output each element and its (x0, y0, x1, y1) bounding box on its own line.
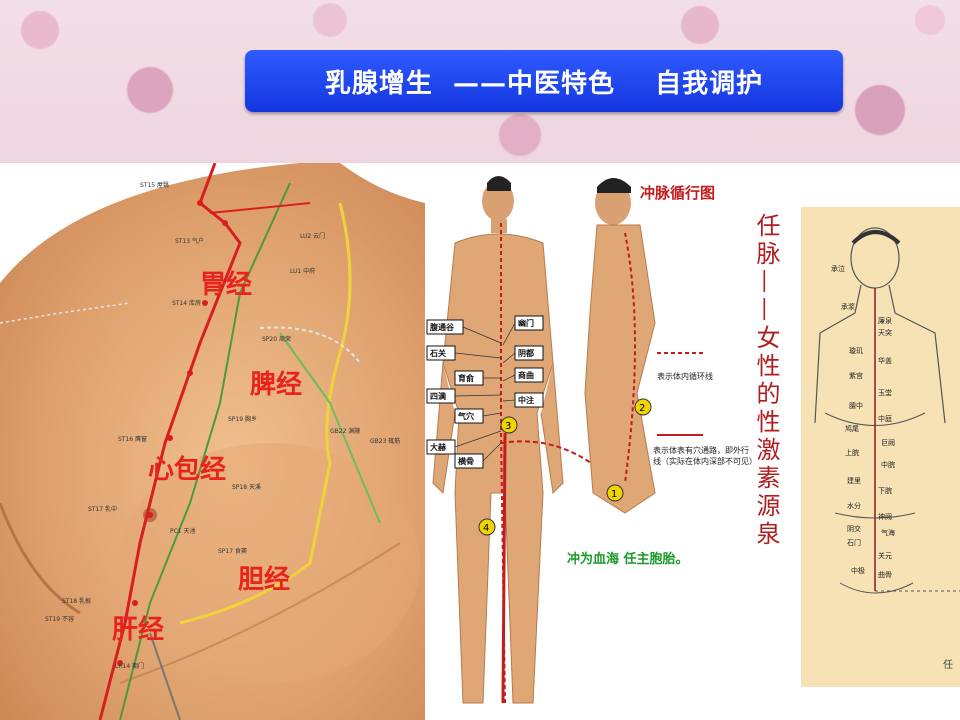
ren-point-label: 神阙 (878, 512, 892, 521)
meridian-label-spleen: 脾经 (249, 369, 302, 400)
acupoint-label: ST15 屋翳 (140, 182, 169, 189)
ren-point-label: 璇玑 (849, 346, 863, 355)
ren-point-label: 承泣 (831, 264, 845, 273)
acupoint-label: ST17 乳中 (88, 505, 117, 513)
ren-point-label: 廉泉 (878, 316, 892, 325)
ren-point-label: 膻中 (849, 401, 863, 410)
right-acupoint-boxes: 幽门 阴都 商曲 中注 (514, 315, 544, 408)
ren-point-label: 气海 (881, 528, 895, 537)
ren-point-label: 阴交 (847, 524, 861, 533)
side-body-figure (584, 178, 656, 514)
page-title: 乳腺增生 ——中医特色 自我调护 (324, 68, 764, 99)
acupoint-label: LR14 期门 (115, 662, 144, 670)
acupoint-box: 腹通谷 (429, 322, 455, 332)
ren-point-label: 华盖 (878, 356, 892, 365)
marker-number: 1 (611, 489, 617, 500)
acupoint-label: SP18 天溪 (232, 483, 261, 491)
ren-point-label: 紫宫 (849, 371, 863, 380)
ren-point-label: 水分 (847, 501, 861, 510)
chest-meridian-panel: 胃经 脾经 心包经 胆经 肝经 ST15 屋翳 ST13 气户 ST14 库房 … (0, 163, 425, 720)
ren-point-label: 曲骨 (878, 570, 892, 579)
front-body-figure (432, 176, 616, 704)
ren-point-label: 中庭 (878, 414, 892, 423)
acupoint-label: ST14 库房 (172, 299, 201, 307)
acupoint-label: GB23 辄筋 (370, 437, 400, 445)
acupoint-label: LU2 云门 (300, 232, 325, 240)
acupoint-label: ST16 膺窗 (118, 435, 147, 443)
acupoint-label: LU1 中府 (290, 267, 315, 275)
marker-number: 4 (483, 523, 489, 534)
ren-point-label: 鸠尾 (845, 424, 859, 433)
meridian-label-gallbladder: 胆经 (238, 564, 290, 595)
acupoint-label: ST13 气户 (175, 237, 204, 245)
title-banner: 乳腺增生 ——中医特色 自我调护 (245, 50, 843, 112)
acupoint-box: 育俞 (458, 373, 475, 383)
acupoint-box: 四满 (430, 391, 446, 401)
ren-point-label: 关元 (878, 551, 892, 560)
acupoint-box: 横骨 (458, 456, 474, 466)
acupoint-label: PC1 天池 (170, 527, 196, 535)
left-acupoint-boxes: 腹通谷 石关 育俞 四满 气穴 大赫 横骨 (426, 319, 484, 469)
marker-number: 2 (639, 403, 645, 414)
acupoint-box: 气穴 (457, 411, 474, 421)
acupoint-box: 中注 (518, 395, 534, 405)
marker-number: 3 (505, 421, 511, 432)
acupoint-box: 幽门 (518, 318, 534, 328)
acupoint-label: SP20 周荣 (262, 335, 291, 343)
acupoint-label: SP17 食窦 (218, 547, 247, 555)
motto-text: 冲为血海 任主胞胎。 (567, 551, 689, 567)
acupoint-label: ST19 不容 (45, 615, 74, 623)
legend-solid-text: 表示体表有穴通路，即外行线（实际在体内深部不可见） (653, 446, 753, 466)
meridian-label-stomach: 胃经 (200, 269, 252, 300)
ren-point-label: 巨阙 (881, 439, 895, 447)
ren-point-label: 中极 (851, 566, 865, 575)
legend-dashed-text: 表示体内循环线 (657, 371, 713, 381)
chong-meridian-panel: 冲脉循行图 腹通谷 石关 育俞 四满 气穴 大赫 横骨 幽门 阴都 商曲 (425, 163, 795, 720)
acupoint-label: GB22 渊腋 (330, 427, 360, 435)
ren-corner-label: 任 (943, 658, 953, 671)
meridian-label-liver: 肝经 (112, 614, 164, 645)
chong-meridian-illustration: 冲脉循行图 腹通谷 石关 育俞 四满 气穴 大赫 横骨 幽门 阴都 商曲 (426, 176, 780, 704)
ren-point-label: 承浆 (841, 302, 855, 311)
ren-point-label: 建里 (847, 476, 861, 485)
ren-meridian-illustration: 承泣 承浆 廉泉 天突 璇玑 华盖 紫宫 玉堂 膻中 中庭 鸠尾 巨阙 上脘 中… (795, 163, 960, 720)
ren-point-label: 石门 (847, 538, 861, 547)
ren-meridian-vertical-title: 任脉——女性的性激素源泉 (752, 213, 780, 549)
acupoint-box: 石关 (429, 348, 446, 358)
ren-point-label: 玉堂 (878, 388, 892, 397)
ren-point-label: 中脘 (881, 460, 895, 469)
meridian-label-pericardium: 心包经 (148, 454, 226, 485)
ren-meridian-panel: 承泣 承浆 廉泉 天突 璇玑 华盖 紫宫 玉堂 膻中 中庭 鸠尾 巨阙 上脘 中… (795, 163, 960, 720)
ren-point-label: 下脘 (878, 486, 892, 495)
ren-point-label: 天突 (878, 328, 892, 337)
acupoint-label: SP19 胸乡 (228, 415, 257, 423)
acupoint-box: 阴都 (518, 348, 534, 358)
chong-chart-title: 冲脉循行图 (640, 184, 715, 202)
chest-illustration: 胃经 脾经 心包经 胆经 肝经 ST15 屋翳 ST13 气户 ST14 库房 … (0, 163, 425, 720)
acupoint-label: ST18 乳根 (62, 597, 91, 605)
ren-point-label: 上脘 (845, 448, 859, 457)
acupoint-box: 商曲 (518, 370, 534, 380)
acupoint-box: 大赫 (430, 442, 446, 452)
